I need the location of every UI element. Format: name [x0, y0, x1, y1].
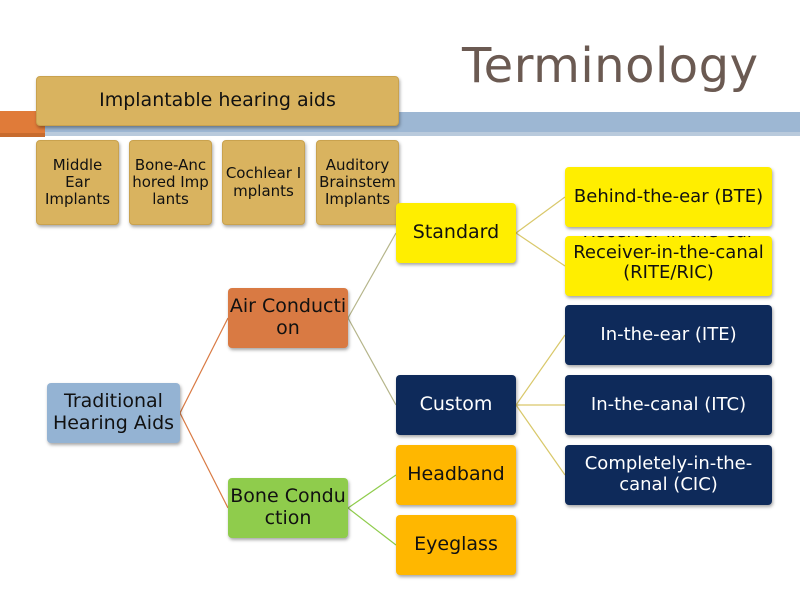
- implant-auditory-brainstem-label: Auditory Brainstem Implants: [319, 155, 396, 209]
- cic-label: Completely-in-the-canal (CIC): [584, 453, 753, 495]
- custom-box: Custom: [396, 375, 516, 435]
- connector-custom-ite: [515, 334, 566, 406]
- implant-cochlear-box: Cochlear Implants: [222, 140, 305, 225]
- traditional-root-label: Traditional Hearing Aids: [52, 390, 175, 434]
- implant-bone-anchored-box: Bone-Anchored Implants: [129, 140, 212, 225]
- connector-root-bone: [179, 412, 229, 509]
- implant-auditory-brainstem-box: Auditory Brainstem Implants: [316, 140, 399, 225]
- bone-conduction-label: Bone Conduction: [230, 485, 346, 529]
- eyeglass-label: Eyeglass: [414, 533, 498, 556]
- implant-cochlear-label: Cochlear Implants: [225, 164, 302, 200]
- accent-bar-right-shadow: [45, 132, 800, 136]
- accent-bar-left-shadow: [0, 133, 45, 137]
- rite-label: Receiver-in-the-ear Receiver-in-the-cana…: [573, 236, 764, 284]
- standard-label: Standard: [412, 221, 500, 244]
- accent-bar-left: [0, 111, 45, 133]
- air-conduction-label: Air Conduction: [229, 295, 347, 339]
- air-conduction-box: Air Conduction: [228, 288, 348, 348]
- rite-box: Receiver-in-the-ear Receiver-in-the-cana…: [565, 236, 772, 296]
- ite-box: In-the-ear (ITE): [565, 305, 772, 365]
- connector-custom-cic: [515, 404, 566, 476]
- bte-box: Behind-the-ear (BTE): [565, 167, 772, 227]
- implantable-header-box: Implantable hearing aids: [36, 76, 399, 126]
- connector-root-air: [179, 317, 229, 414]
- connector-standard-rite: [515, 232, 566, 267]
- implant-bone-anchored-label: Bone-Anchored Implants: [132, 155, 209, 209]
- headband-label: Headband: [407, 463, 505, 486]
- connector-air-standard: [347, 232, 397, 319]
- ite-label: In-the-ear (ITE): [600, 323, 737, 345]
- traditional-root-box: Traditional Hearing Aids: [47, 383, 180, 443]
- standard-box: Standard: [396, 203, 516, 263]
- implant-middle-ear-label: Middle Ear Implants: [44, 155, 111, 209]
- slide-title: Terminology: [462, 38, 759, 94]
- bte-label: Behind-the-ear (BTE): [573, 185, 764, 207]
- connector-bone-headband: [347, 474, 397, 509]
- implantable-header-label: Implantable hearing aids: [99, 89, 336, 112]
- connector-air-custom: [347, 317, 397, 406]
- itc-label: In-the-canal (ITC): [590, 393, 747, 415]
- cic-box: Completely-in-the-canal (CIC): [565, 445, 772, 505]
- bone-conduction-box: Bone Conduction: [228, 478, 348, 538]
- custom-label: Custom: [419, 393, 493, 416]
- headband-box: Headband: [396, 445, 516, 505]
- eyeglass-box: Eyeglass: [396, 515, 516, 575]
- itc-box: In-the-canal (ITC): [565, 375, 772, 435]
- implant-middle-ear-box: Middle Ear Implants: [36, 140, 119, 225]
- connector-bone-eyeglass: [347, 507, 397, 546]
- connector-standard-bte: [515, 196, 566, 234]
